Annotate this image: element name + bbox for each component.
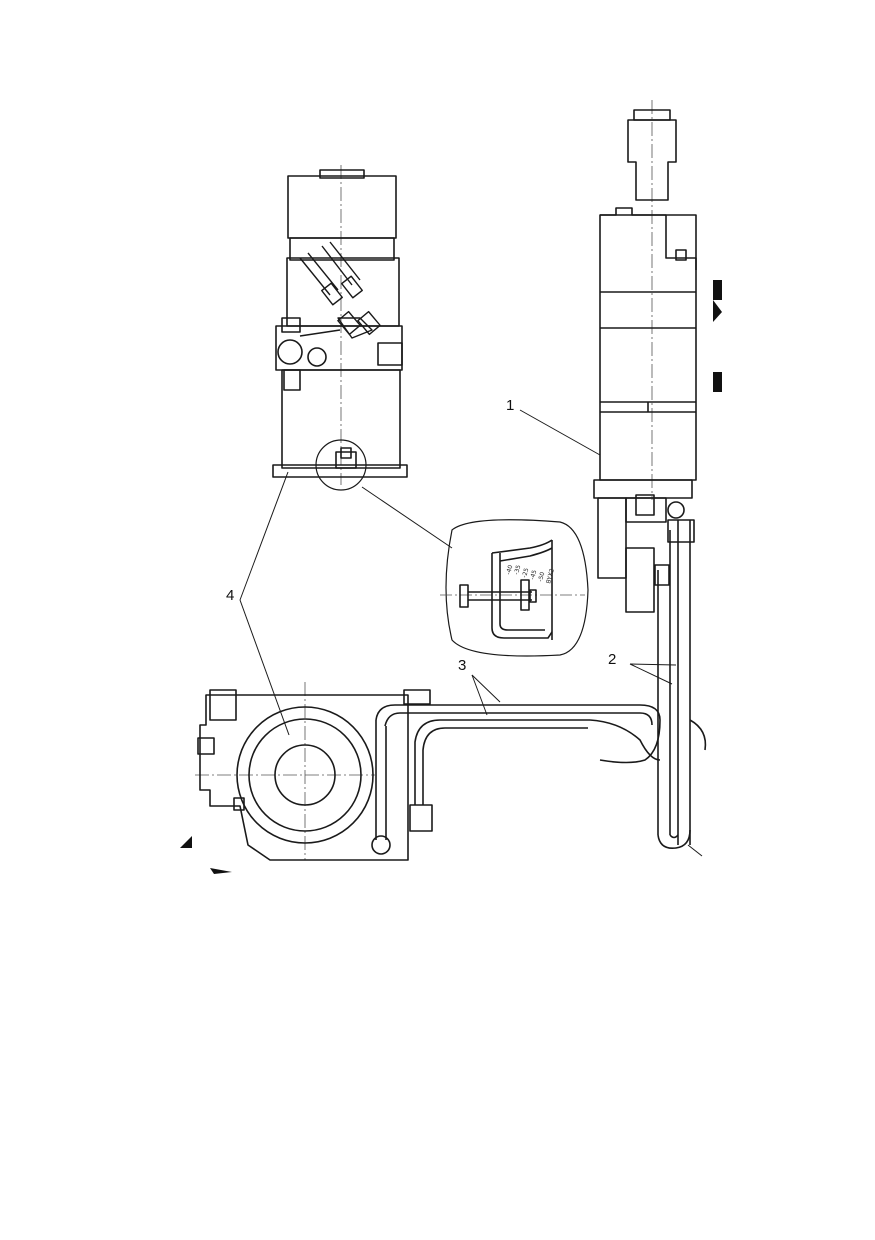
gauge-scale-marks: -40 -35 -25 -45 -50 BYX2 bbox=[505, 564, 556, 584]
level-gauge-detail: -40 -35 -25 -45 -50 BYX2 bbox=[361, 486, 589, 657]
gauge-mark-4: -45 bbox=[529, 569, 538, 580]
hydraulic-cylinder-side-view bbox=[593, 100, 707, 857]
gauge-mark-5: -50 bbox=[537, 571, 546, 582]
gauge-mark-6: BYX2 bbox=[545, 568, 556, 585]
callout-labels: 1 2 3 4 bbox=[226, 397, 616, 674]
callout-label-3: 3 bbox=[458, 657, 466, 674]
gauge-mark-3: -25 bbox=[521, 567, 530, 578]
gauge-mark-2: -35 bbox=[513, 564, 522, 575]
callout-leaders bbox=[239, 409, 677, 736]
gauge-mark-1: -40 bbox=[505, 564, 514, 575]
base-housing-view bbox=[195, 682, 661, 861]
callout-label-4: 4 bbox=[226, 587, 234, 604]
pump-unit-top-view bbox=[272, 165, 408, 491]
crop-marks bbox=[180, 280, 722, 874]
callout-label-2: 2 bbox=[608, 651, 616, 668]
callout-label-1: 1 bbox=[506, 397, 514, 414]
